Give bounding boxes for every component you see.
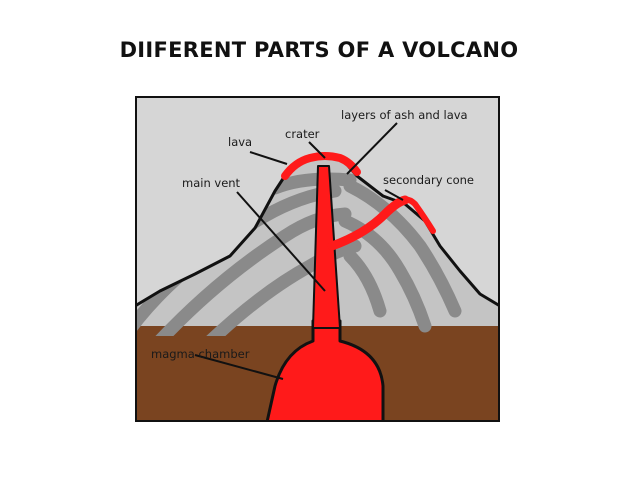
diagram-frame <box>135 96 500 422</box>
label-layers-of-ash-and-lava: layers of ash and lava <box>341 108 468 122</box>
label-lava: lava <box>228 135 252 149</box>
label-secondary-cone: secondary cone <box>383 173 474 187</box>
leader-lines <box>194 122 404 380</box>
magma-chamber <box>265 319 385 422</box>
label-main-vent: main vent <box>182 176 241 190</box>
summit-lava <box>281 152 361 180</box>
label-crater: crater <box>285 127 320 141</box>
main-vent <box>312 165 341 329</box>
label-magma-chamber: magma chamber <box>151 347 250 361</box>
page-title: DIIFERENT PARTS OF A VOLCANO <box>119 38 519 62</box>
volcano-diagram: crater layers of ash and lava lava main … <box>135 96 500 422</box>
